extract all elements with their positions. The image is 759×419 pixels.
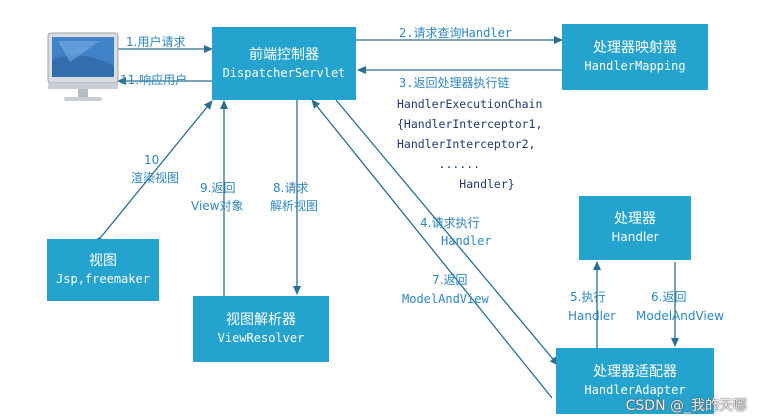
label-step4-line2: Handler [441,234,492,248]
label-step6-line2: ModelAndView [636,309,724,323]
view-resolver-box: 视图解析器 ViewResolver [193,296,329,362]
label-step1: 1.用户请求 [126,35,186,49]
dispatcher-servlet-box: 前端控制器 DispatcherServlet [212,27,356,100]
label-step5-line1: 5.执行 [570,290,606,304]
mapping-subtitle: HandlerMapping [584,59,686,73]
label-step8-line2: 解析视图 [270,199,319,213]
view-title: 视图 [89,253,117,269]
label-step10-line2: 渲染视图 [131,171,180,185]
adapter-title: 处理器适配器 [593,364,677,380]
label-step5-line2: Handler [568,309,616,323]
label-step7-line2: ModelAndView [402,292,489,306]
computer-monitor-icon [47,32,119,101]
label-step11: 11.响应用户 [120,73,188,87]
handler-subtitle: Handler [611,230,659,244]
handler-adapter-box: 处理器适配器 HandlerAdapter [556,348,714,414]
label-step2: 2.请求查询Handler [399,26,513,40]
handler-mapping-box: 处理器映射器 HandlerMapping [562,24,708,90]
view-subtitle: Jsp,freemaker [56,272,150,286]
label-step4-line1: 4.请求执行 [420,216,480,230]
csdn-watermark: CSDN @_我的天哪 [625,398,747,414]
dispatcher-title: 前端控制器 [249,46,319,63]
dispatcher-subtitle: DispatcherServlet [222,65,346,80]
label-step3-chain: HandlerExecutionChain {HandlerIntercepto… [397,97,543,191]
label-step6-line1: 6.返回 [651,290,687,304]
label-step8-line1: 8.请求 [273,181,309,195]
label-step9-line2: View对象 [191,199,244,213]
label-step7-line1: 7.返回 [432,273,468,287]
view-box: 视图 Jsp,freemaker [47,239,159,301]
label-step10-line1: 10. [144,153,164,167]
resolver-title: 视图解析器 [226,312,296,328]
arrow-render-view [92,100,213,246]
handler-box: 处理器 Handler [579,196,691,260]
mapping-title: 处理器映射器 [593,40,677,56]
adapter-subtitle: HandlerAdapter [584,383,686,397]
resolver-subtitle: ViewResolver [217,331,305,345]
arrow-return-modelandview [311,99,553,399]
label-step9-line1: 9.返回 [200,181,236,195]
handler-title: 处理器 [614,211,656,227]
arrow-request-execute [335,99,559,366]
label-step3-title: 3.返回处理器执行链 [399,76,510,90]
